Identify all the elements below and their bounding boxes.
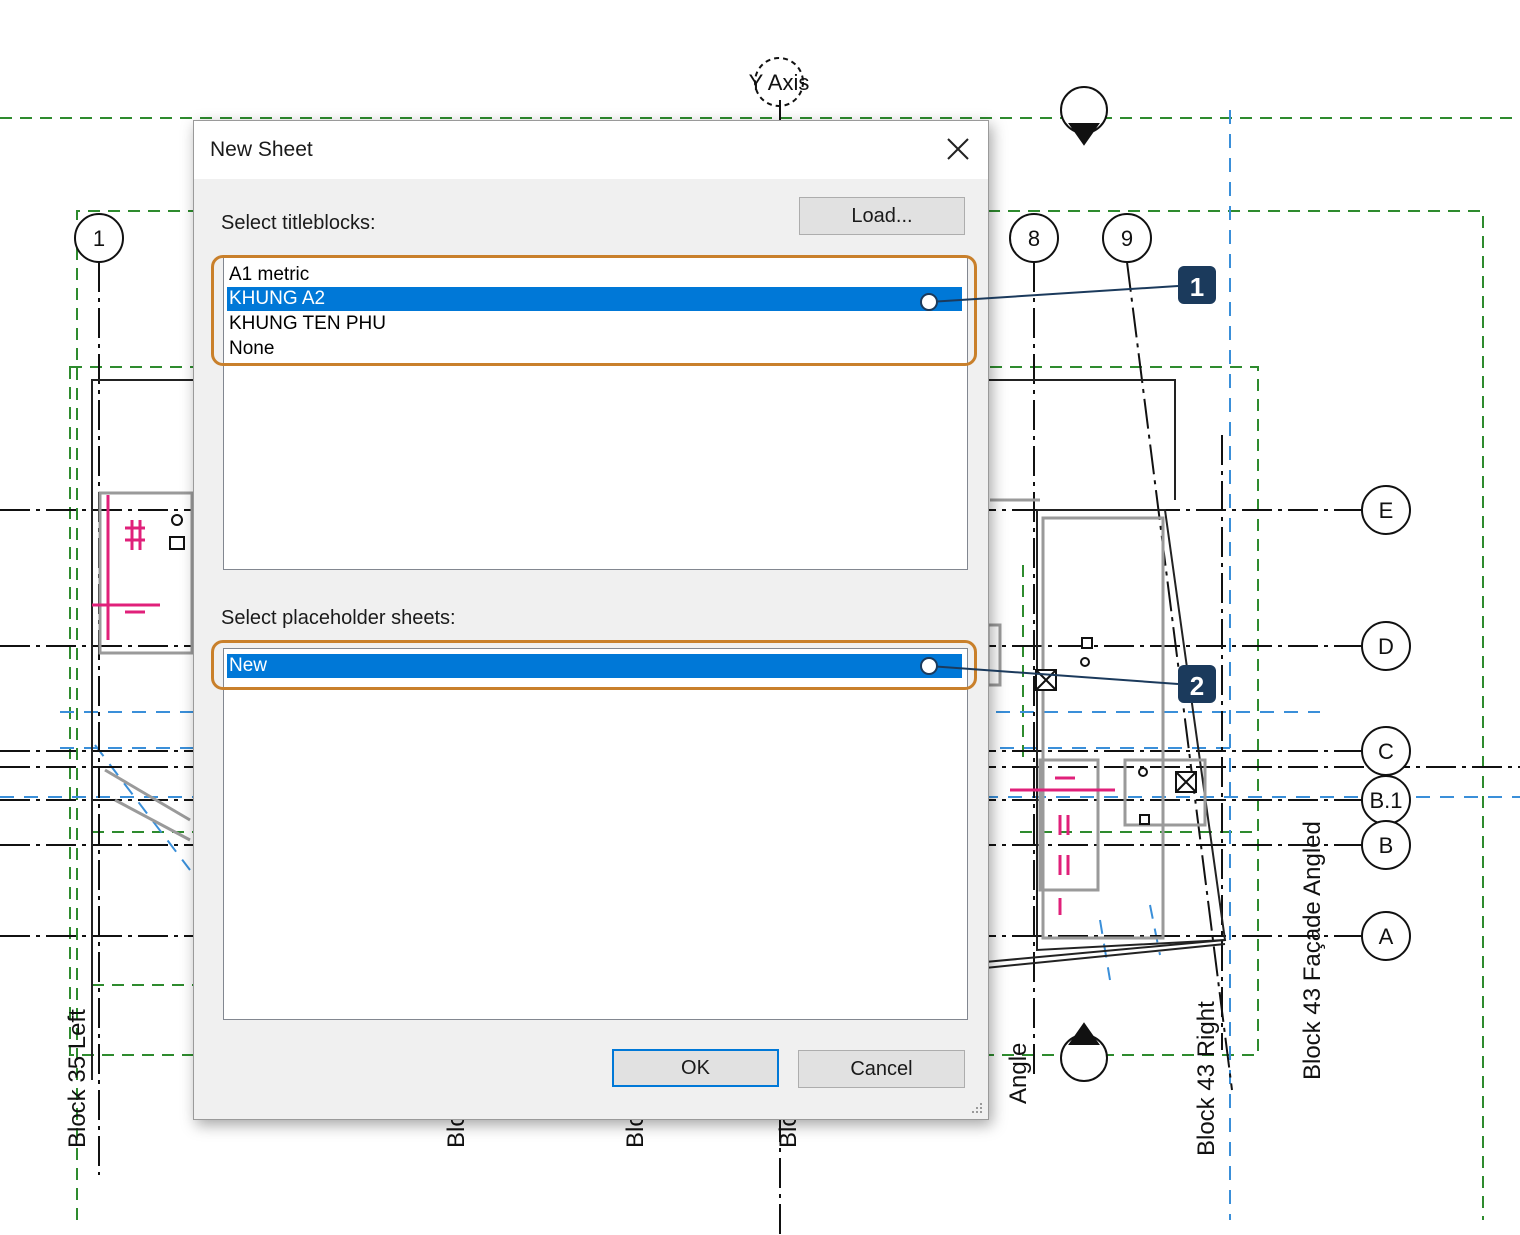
dialog-titlebar: New Sheet [194, 121, 988, 179]
titleblocks-list[interactable]: A1 metric KHUNG A2 KHUNG TEN PHU None [223, 257, 968, 570]
room-walls [98, 491, 1207, 940]
new-sheet-dialog: New Sheet Select titleblocks: Load... A1… [193, 120, 989, 1120]
load-button[interactable]: Load... [799, 197, 965, 235]
label-block-43-facade-angled: Block 43 Façade Angled [1299, 821, 1326, 1080]
callout-box-titleblocks [211, 255, 977, 366]
magenta-symbols [92, 495, 1115, 915]
label-angle: Angle [1005, 1043, 1032, 1104]
elevation-markers [1060, 86, 1108, 1082]
grid-label-c: C [1378, 739, 1394, 764]
label-block-43-right: Block 43 Right [1193, 1001, 1220, 1156]
titleblock-item-khung-a2[interactable]: KHUNG A2 [227, 287, 962, 311]
grid-label-8: 8 [1028, 226, 1040, 251]
titleblocks-label: Select titleblocks: [221, 212, 376, 234]
y-axis-label: Y Axis [749, 70, 810, 95]
vertical-grid-heads [74, 213, 1152, 263]
grid-label-9: 9 [1121, 226, 1133, 251]
close-icon[interactable] [942, 133, 974, 165]
grid-label-a: A [1379, 924, 1394, 949]
resize-grip-icon[interactable] [970, 1101, 984, 1115]
dialog-title: New Sheet [210, 138, 313, 161]
placeholder-label: Select placeholder sheets: [221, 607, 456, 629]
label-block-35-left: Block 35 Left [64, 1009, 91, 1148]
ok-button[interactable]: OK [612, 1049, 779, 1087]
placeholder-item-new[interactable]: New [227, 654, 962, 678]
titleblock-item-none[interactable]: None [229, 338, 275, 359]
cancel-button[interactable]: Cancel [798, 1050, 965, 1088]
grid-label-d: D [1378, 634, 1394, 659]
grid-label-e: E [1379, 498, 1394, 523]
horizontal-grid-heads [1361, 485, 1411, 961]
grid-label-1: 1 [93, 226, 105, 251]
label-blc-3: Blc [775, 1115, 802, 1148]
titleblock-item-a1-metric[interactable]: A1 metric [229, 264, 310, 285]
grid-label-b1: B.1 [1369, 788, 1402, 813]
grid-label-b: B [1379, 833, 1394, 858]
placeholder-list[interactable]: New [223, 648, 968, 1020]
building-outlines [91, 379, 1227, 1080]
y-axis-marker: Y Axis [749, 57, 810, 107]
label-blc-1: Blc [443, 1115, 470, 1148]
titleblock-item-khung-ten-phu[interactable]: KHUNG TEN PHU [229, 313, 386, 334]
callout-box-placeholder [211, 640, 977, 690]
label-blc-2: Blc [622, 1115, 649, 1148]
